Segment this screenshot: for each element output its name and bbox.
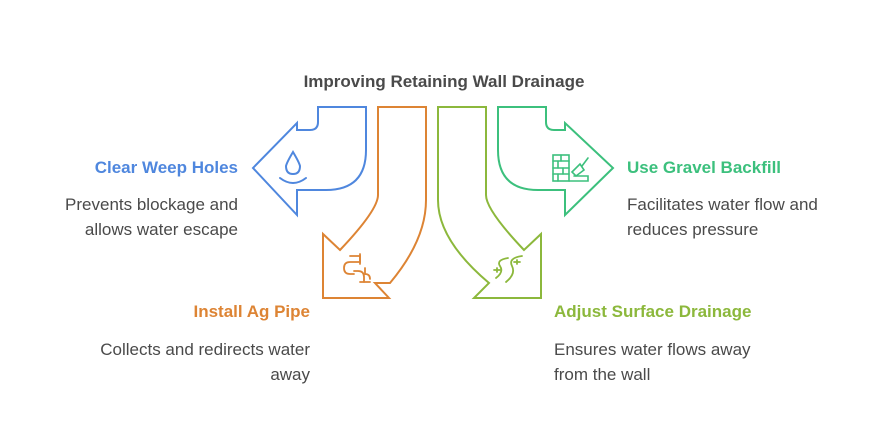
water-drop-icon — [279, 150, 307, 184]
pipe-icon — [343, 253, 371, 283]
diagram-title: Improving Retaining Wall Drainage — [303, 72, 585, 91]
desc-line: from the wall — [554, 365, 651, 384]
desc-line: Facilitates water flow and — [627, 195, 818, 214]
arrow-use-gravel-backfill — [497, 106, 615, 218]
brick-trowel-icon — [552, 154, 589, 182]
arrow-clear-weep-holes — [251, 106, 367, 218]
river-icon — [493, 255, 523, 283]
arrow-install-ag-pipe — [322, 106, 427, 299]
step-title-use-gravel-backfill: Use Gravel Backfill — [627, 158, 782, 177]
step-title-adjust-surface-drainage: Adjust Surface Drainage — [554, 302, 752, 321]
step-desc-use-gravel-backfill: Facilitates water flow and reduces press… — [627, 192, 818, 242]
desc-line: Ensures water flows away — [554, 340, 751, 359]
step-title-install-ag-pipe: Install Ag Pipe — [193, 302, 310, 321]
step-desc-install-ag-pipe: Collects and redirects water away — [100, 337, 310, 387]
arrow-adjust-surface-drainage — [437, 106, 542, 299]
desc-line: Prevents blockage and — [65, 195, 238, 214]
desc-line: away — [270, 365, 310, 384]
step-desc-clear-weep-holes: Prevents blockage and allows water escap… — [65, 192, 238, 242]
desc-line: allows water escape — [84, 220, 238, 239]
desc-line: Collects and redirects water — [100, 340, 310, 359]
step-title-clear-weep-holes: Clear Weep Holes — [94, 158, 238, 177]
step-desc-adjust-surface-drainage: Ensures water flows away from the wall — [554, 337, 751, 387]
desc-line: reduces pressure — [627, 220, 759, 239]
